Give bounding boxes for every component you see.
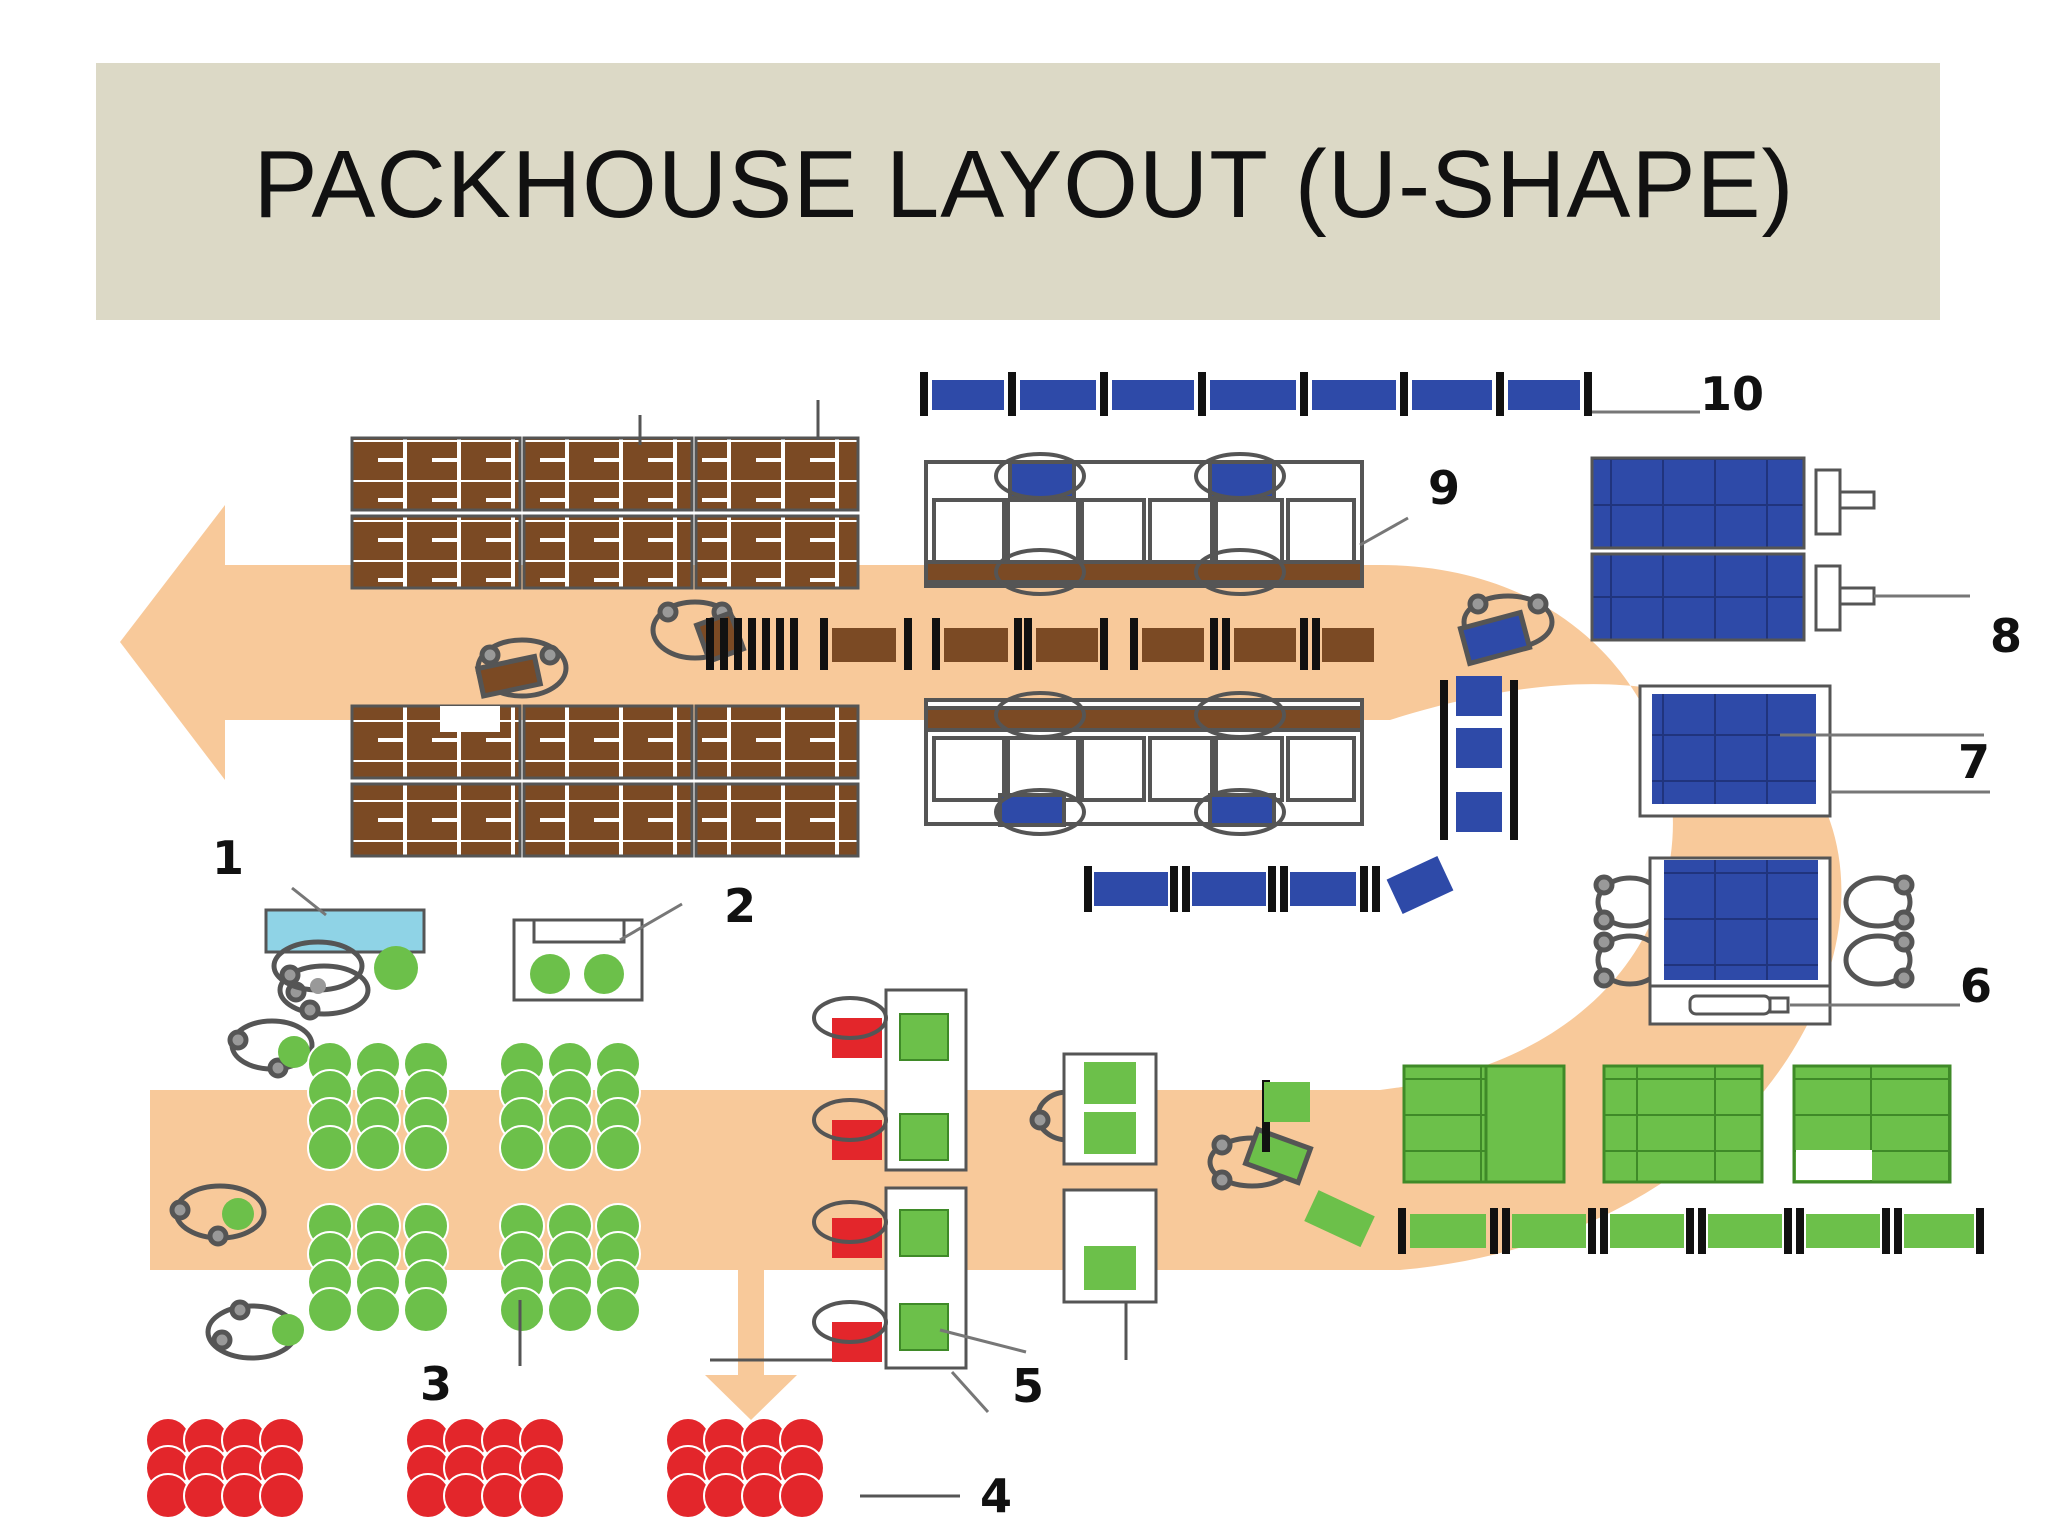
label-8: 8 <box>1990 609 2022 663</box>
green-bin <box>307 1287 353 1333</box>
red-bin <box>779 1473 825 1519</box>
red-bin <box>519 1473 565 1519</box>
green-bin <box>403 1125 449 1171</box>
pallet-station-6 <box>1648 856 1960 1026</box>
brown-bin-storage <box>350 400 860 858</box>
label-6: 6 <box>1960 959 1992 1013</box>
forklift-icon-k <box>169 1183 267 1247</box>
flow-arrow-down-shaft <box>738 1270 764 1380</box>
forklift-icon-c <box>1457 593 1555 667</box>
green-conveyor <box>1262 1080 1984 1254</box>
green-bin <box>595 1125 641 1171</box>
forklift-icon-l <box>205 1299 304 1361</box>
blue-storage-8 <box>1590 456 1970 642</box>
green-bin <box>547 1125 593 1171</box>
green-bin <box>499 1287 545 1333</box>
station-numbers: 1 2 3 4 5 6 7 8 9 10 <box>212 367 2022 1523</box>
grading-stations-5 <box>710 988 1158 1414</box>
red-bins-4 <box>145 1417 825 1519</box>
label-10: 10 <box>1700 367 1764 421</box>
brown-conveyor <box>706 618 1374 670</box>
forklift-icon-g <box>1843 931 1915 989</box>
label-2: 2 <box>724 879 756 933</box>
green-bin <box>595 1287 641 1333</box>
page-title: PACKHOUSE LAYOUT (U-SHAPE) <box>253 131 1795 238</box>
green-bin <box>547 1287 593 1333</box>
green-bin <box>499 1125 545 1171</box>
blue-pallets-10 <box>920 372 1700 416</box>
packing-stations-9 <box>924 452 1409 836</box>
green-bins-3 <box>307 1041 641 1333</box>
weighing-station-2 <box>512 902 683 1002</box>
forklift-icon-j <box>227 1018 315 1079</box>
label-1: 1 <box>212 831 244 885</box>
pallet-station-7 <box>1638 684 1990 818</box>
red-bin <box>259 1473 305 1519</box>
receiving-trailer-1 <box>264 886 426 994</box>
flow-arrow-left <box>120 505 225 780</box>
forklift-icon-h <box>1207 1126 1314 1191</box>
green-storage <box>1402 1064 1952 1184</box>
green-bin <box>355 1125 401 1171</box>
label-3: 3 <box>420 1357 452 1411</box>
label-7: 7 <box>1958 735 1990 789</box>
blue-conveyor <box>1084 676 1518 915</box>
title-bar <box>96 63 1940 320</box>
flow-arrow-down-head <box>705 1375 797 1420</box>
forklift-icon-f <box>1843 874 1915 931</box>
green-bin <box>307 1125 353 1171</box>
green-bin <box>355 1287 401 1333</box>
label-5: 5 <box>1012 1359 1044 1413</box>
green-bin <box>403 1287 449 1333</box>
label-9: 9 <box>1428 461 1460 515</box>
label-4: 4 <box>980 1469 1012 1523</box>
forklift-icon-b <box>474 637 569 699</box>
